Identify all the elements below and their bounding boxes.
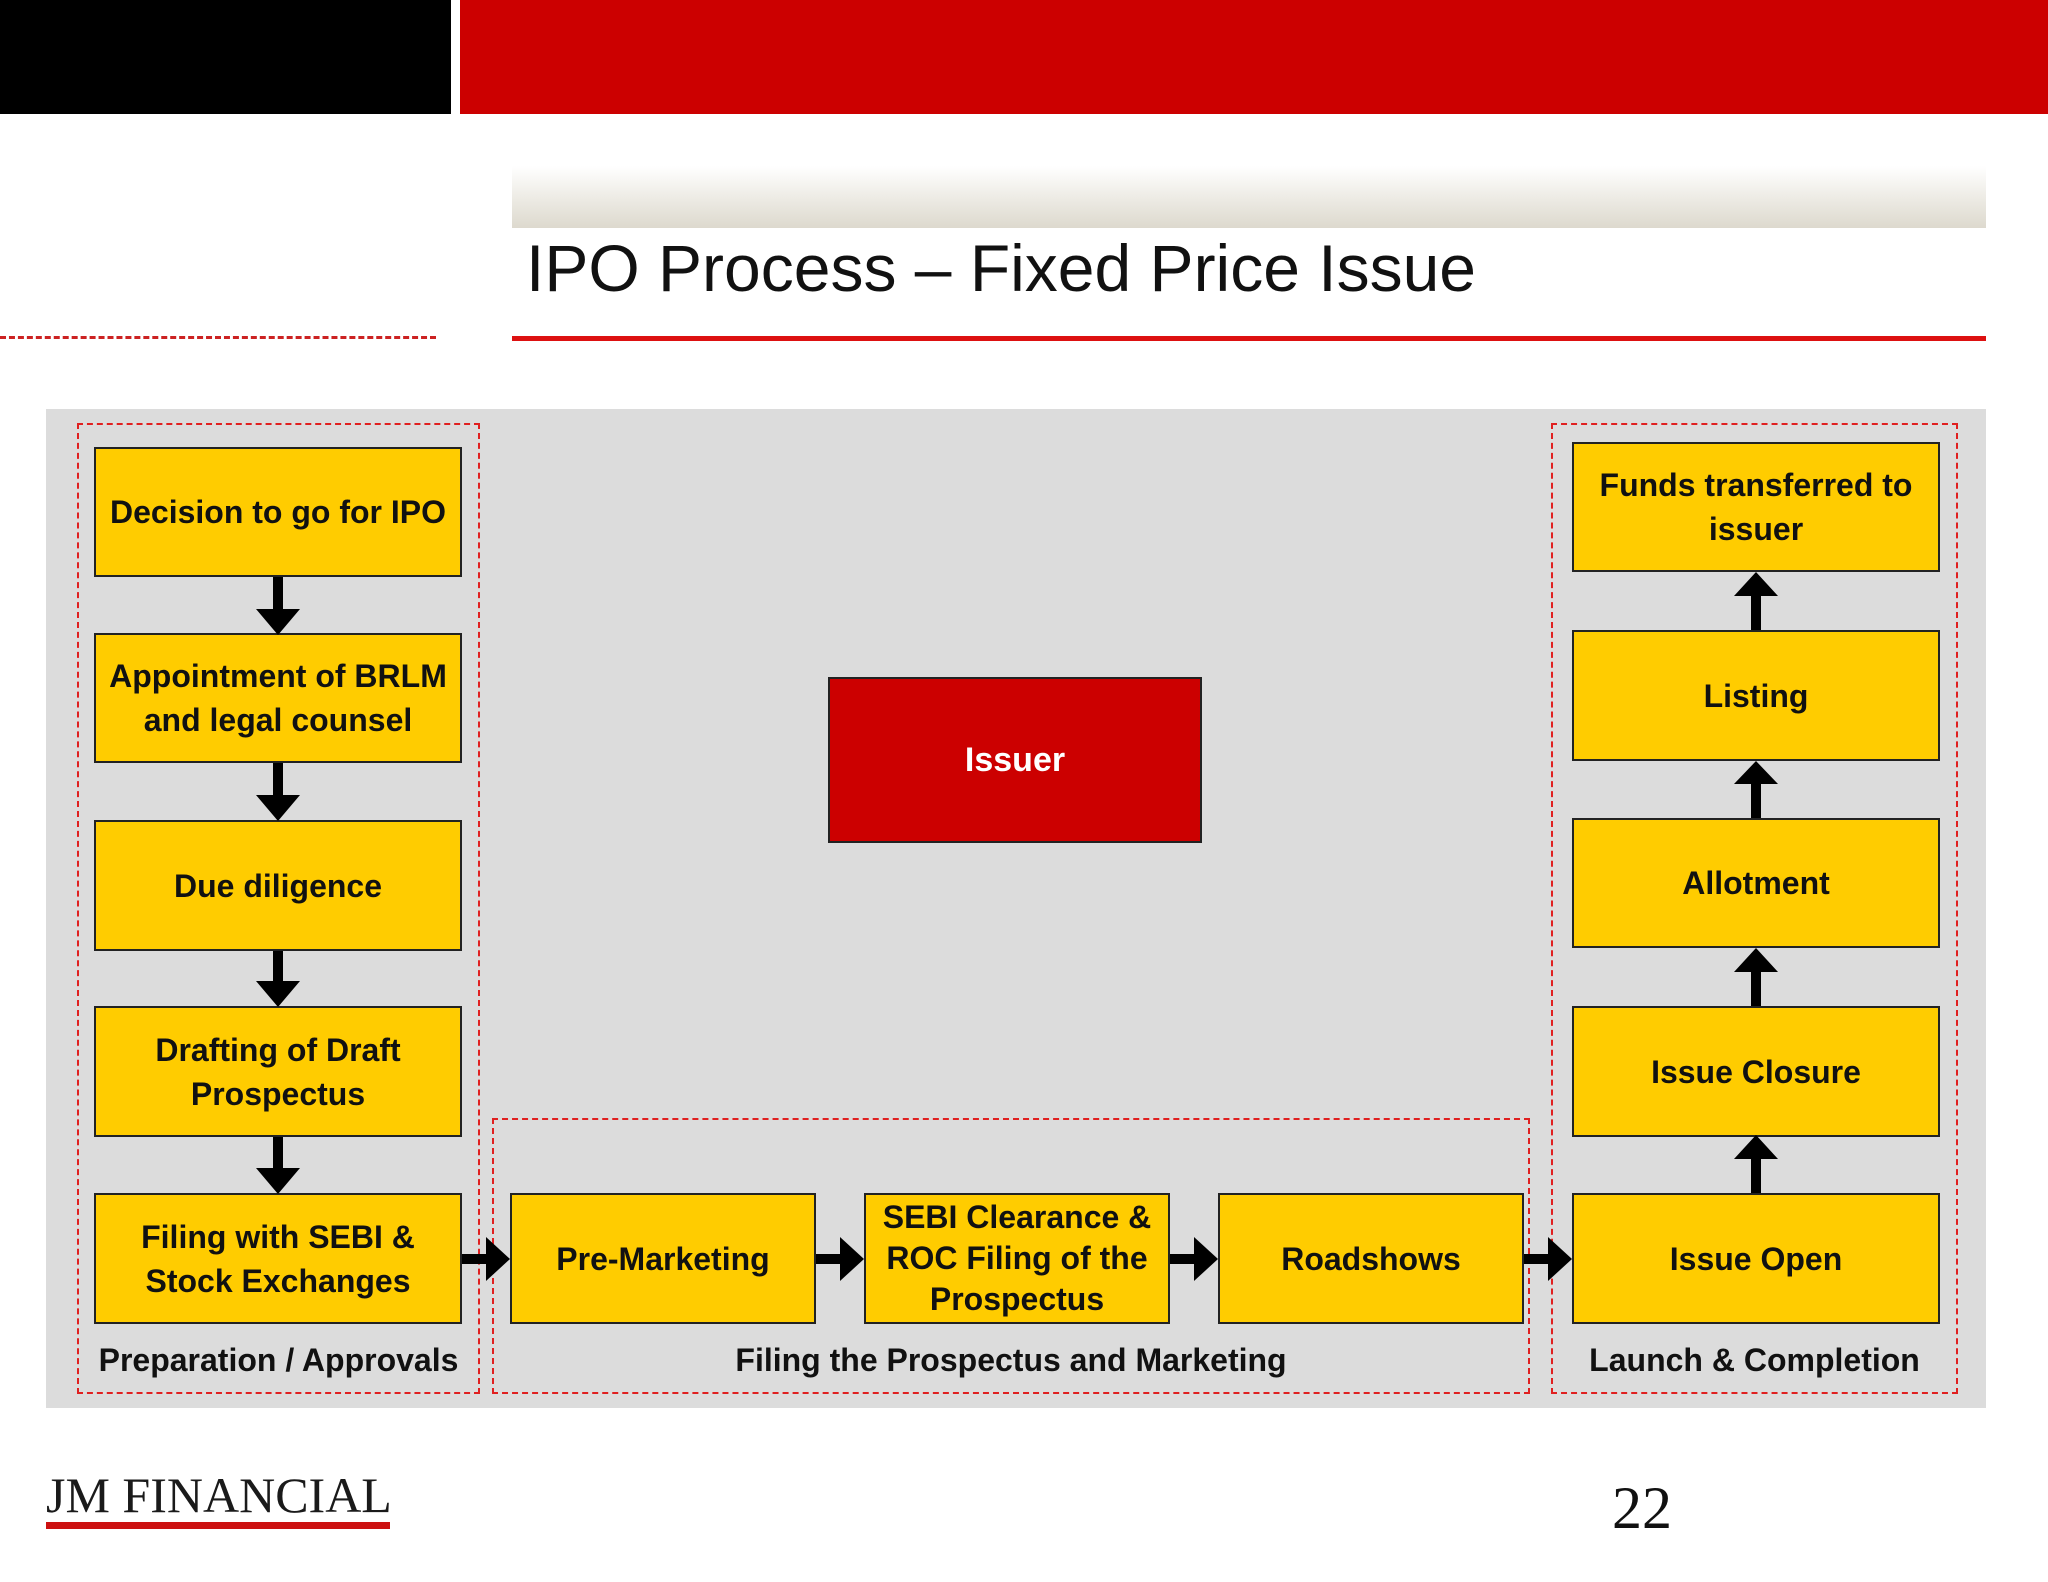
arrow-right-1: [462, 1237, 510, 1281]
step-decision-ipo: Decision to go for IPO: [94, 447, 462, 577]
arrow-up-1: [1734, 1135, 1778, 1193]
logo-underline: [46, 1522, 390, 1529]
arrow-down-4: [256, 1137, 300, 1194]
step-issue-open: Issue Open: [1572, 1193, 1940, 1324]
arrow-down-1: [256, 577, 300, 635]
arrow-down-2: [256, 763, 300, 821]
title-dashed-rule: [0, 336, 436, 339]
group-label-preparation: Preparation / Approvals: [98, 1342, 459, 1378]
title-band: [512, 166, 1986, 228]
arrow-right-2: [816, 1237, 864, 1281]
group-label-launch: Launch & Completion: [1589, 1342, 1920, 1378]
step-issue-closure: Issue Closure: [1572, 1006, 1940, 1137]
page-number: 22: [1612, 1475, 1672, 1541]
jm-financial-logo: JM FINANCIAL: [46, 1467, 392, 1523]
step-sebi-clearance: SEBI Clearance & ROC Filing of the Prosp…: [864, 1193, 1170, 1324]
header-black-bar: [0, 0, 451, 114]
arrow-right-4: [1524, 1237, 1572, 1281]
step-allotment: Allotment: [1572, 818, 1940, 948]
header-red-bar: [460, 0, 2048, 114]
step-drafting-prospectus: Drafting of Draft Prospectus: [94, 1006, 462, 1137]
issuer-box: Issuer: [828, 677, 1202, 843]
page-title: IPO Process – Fixed Price Issue: [526, 231, 1477, 305]
step-funds-transferred: Funds transferred to issuer: [1572, 442, 1940, 572]
step-filing-sebi: Filing with SEBI & Stock Exchanges: [94, 1193, 462, 1324]
arrow-down-3: [256, 951, 300, 1007]
step-pre-marketing: Pre-Marketing: [510, 1193, 816, 1324]
step-due-diligence: Due diligence: [94, 820, 462, 951]
group-launch: [1551, 423, 1958, 1394]
arrow-up-4: [1734, 572, 1778, 630]
title-underline: [512, 336, 1986, 341]
step-listing: Listing: [1572, 630, 1940, 761]
step-roadshows: Roadshows: [1218, 1193, 1524, 1324]
arrow-right-3: [1170, 1237, 1218, 1281]
group-preparation: [77, 423, 480, 1394]
arrow-up-2: [1734, 948, 1778, 1006]
arrow-up-3: [1734, 761, 1778, 818]
group-label-filing: Filing the Prospectus and Marketing: [735, 1342, 1287, 1378]
